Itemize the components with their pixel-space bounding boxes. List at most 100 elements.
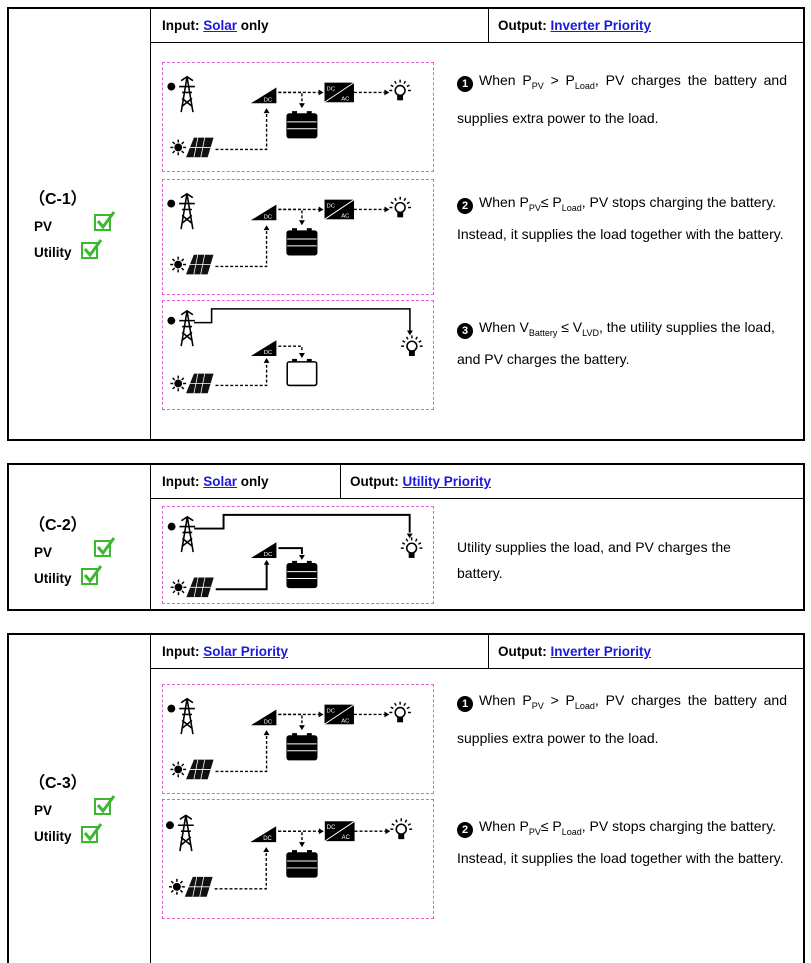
inverter-icon: DC AC: [324, 82, 355, 103]
dc-converter-icon: DC: [250, 542, 277, 558]
output-link[interactable]: Inverter Priority: [550, 644, 652, 659]
utility-checkbox-icon: [81, 823, 103, 843]
number-badge-icon: 1: [457, 76, 473, 92]
utility-checkbox-icon: [81, 565, 103, 585]
svg-text:DC: DC: [326, 86, 335, 92]
dc-converter-icon: DC: [250, 709, 277, 725]
header-divider: [150, 668, 803, 669]
mode-id: （C-3）: [29, 775, 87, 792]
column-divider: [150, 635, 151, 963]
svg-text:AC: AC: [341, 718, 350, 724]
battery-icon: [286, 733, 318, 761]
inverter-icon: DC AC: [324, 820, 355, 842]
solar-panel-icon: [186, 577, 214, 598]
mode-label-cell: （C-3） PV Utility: [9, 635, 150, 963]
svg-text:DC: DC: [264, 214, 273, 220]
output-header: Output: Utility Priority: [350, 474, 491, 489]
input-suffix: only: [237, 474, 269, 489]
dc-converter-icon: DC: [250, 826, 277, 842]
svg-text:AC: AC: [341, 96, 350, 102]
input-suffix: only: [237, 18, 269, 33]
output-link[interactable]: Utility Priority: [402, 474, 491, 489]
energy-flow-diagram: DC DC AC: [162, 684, 434, 794]
sun-icon: [170, 761, 187, 778]
input-prefix: Input:: [162, 18, 204, 33]
utility-label: Utility: [34, 829, 72, 844]
battery-icon: [286, 560, 318, 589]
header-middle-divider: [488, 635, 489, 668]
dc-converter-icon: DC: [250, 340, 277, 356]
number-badge-icon: 2: [457, 198, 473, 214]
input-header: Input: Solar only: [162, 18, 269, 33]
mode-id: （C-1）: [29, 191, 87, 208]
pv-checkbox-icon: [94, 211, 116, 231]
utility-tower-icon: [167, 309, 195, 347]
inverter-icon: DC AC: [324, 704, 355, 725]
svg-text:DC: DC: [327, 204, 336, 210]
battery-icon: [286, 111, 318, 139]
svg-text:DC: DC: [264, 719, 273, 725]
utility-tower-icon: [167, 697, 195, 735]
light-bulb-icon: [401, 335, 423, 356]
utility-checkbox-icon: [81, 239, 103, 259]
energy-flow-diagram: DC: [162, 300, 434, 410]
svg-text:DC: DC: [264, 97, 273, 103]
utility-label: Utility: [34, 245, 72, 260]
light-bulb-icon: [389, 701, 411, 723]
header-divider: [150, 498, 803, 499]
header-middle-divider: [488, 9, 489, 42]
sun-icon: [170, 375, 187, 392]
light-bulb-icon: [390, 818, 413, 840]
solar-panel-icon: [186, 759, 214, 780]
input-link[interactable]: Solar: [203, 474, 237, 489]
mode-label-cell: （C-2） PV Utility: [9, 465, 150, 609]
mode-label-cell: （C-1） PV Utility: [9, 9, 150, 439]
energy-flow-diagram: DC DC AC: [162, 62, 434, 172]
number-badge-icon: 2: [457, 822, 473, 838]
sun-icon: [168, 878, 185, 895]
light-bulb-icon: [389, 79, 411, 101]
battery-icon: [286, 850, 318, 878]
energy-flow-diagram: DC DC AC: [162, 179, 434, 295]
battery-icon: [286, 358, 318, 387]
svg-text:AC: AC: [342, 835, 351, 841]
utility-tower-icon: [165, 814, 194, 852]
sun-icon: [170, 579, 187, 596]
svg-text:DC: DC: [327, 825, 336, 831]
mode-table-c1: Input: Solar only Output: Inverter Prior…: [7, 7, 805, 441]
pv-checkbox-icon: [94, 795, 116, 815]
svg-text:DC: DC: [264, 350, 273, 356]
light-bulb-icon: [389, 196, 412, 218]
input-prefix: Input:: [162, 474, 204, 489]
energy-flow-diagram: DC DC AC: [162, 799, 434, 919]
inverter-icon: DC AC: [324, 199, 355, 220]
number-badge-icon: 3: [457, 323, 473, 339]
input-link[interactable]: Solar Priority: [203, 644, 289, 659]
output-header: Output: Inverter Priority: [498, 18, 651, 33]
input-link[interactable]: Solar: [203, 18, 237, 33]
mode-table-c2: Input: Solar only Output: Utility Priori…: [7, 463, 805, 611]
column-divider: [150, 465, 151, 609]
output-prefix: Output:: [498, 18, 551, 33]
number-badge-icon: 1: [457, 696, 473, 712]
scenario-text: Utility supplies the load, and PV charge…: [457, 539, 731, 581]
dc-converter-icon: DC: [250, 87, 277, 103]
sun-icon: [170, 256, 186, 273]
battery-icon: [286, 228, 318, 256]
pv-label: PV: [34, 219, 53, 234]
output-link[interactable]: Inverter Priority: [550, 18, 652, 33]
svg-text:DC: DC: [326, 708, 335, 714]
dc-converter-icon: DC: [250, 204, 277, 220]
header-divider: [150, 42, 803, 43]
utility-label: Utility: [34, 571, 72, 586]
utility-tower-icon: [167, 192, 195, 230]
solar-panel-icon: [186, 137, 214, 158]
header-middle-divider: [340, 465, 341, 498]
pv-label: PV: [34, 803, 53, 818]
mode-id: （C-2）: [29, 517, 87, 534]
energy-flow-diagram: DC: [162, 506, 434, 604]
input-header: Input: Solar only: [162, 474, 269, 489]
